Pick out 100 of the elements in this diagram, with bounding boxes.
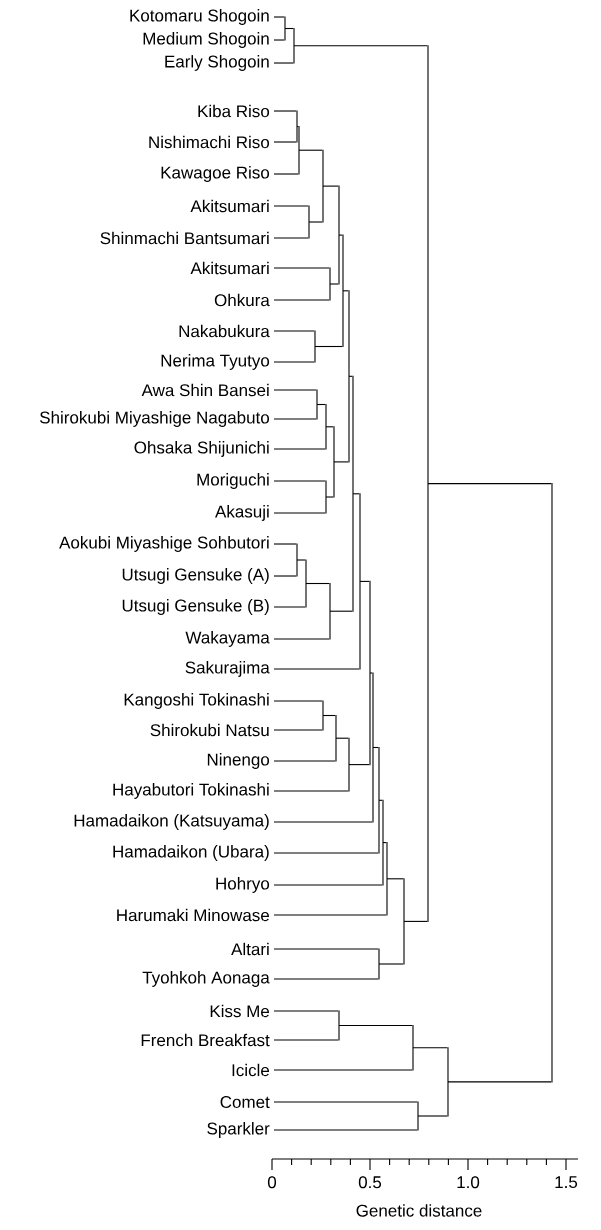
dendrogram-branch [273, 330, 315, 332]
dendrogram-branch [273, 760, 336, 762]
leaf-label: Shinmachi Bantsumari [100, 231, 269, 245]
dendrogram-branch [329, 610, 353, 612]
dendrogram-branch [403, 920, 428, 922]
dendrogram-branch [273, 638, 330, 640]
dendrogram-branch [273, 205, 309, 207]
dendrogram-branch [273, 978, 379, 980]
dendrogram-branch [338, 234, 343, 236]
dendrogram-branch [273, 361, 315, 363]
tick-label: 0 [267, 1176, 277, 1189]
leaf-label: Icicle [232, 1063, 270, 1077]
leaf-label: Moriguchi [197, 473, 269, 489]
dendrogram-branch [273, 1101, 418, 1103]
leaf-label: Nishimachi Riso [149, 135, 270, 149]
dendrogram-branch [329, 283, 339, 285]
leaf-label: Utsugi Gensuke (B) [122, 599, 269, 615]
dendrogram-branch [412, 1047, 448, 1049]
leaf-label: Hohryo [216, 877, 270, 893]
dendrogram-branch [314, 345, 343, 348]
dendrogram-branch [273, 700, 323, 702]
dendrogram-branch [342, 290, 349, 292]
dendrogram-branch [273, 299, 330, 301]
dendrogram-branch [338, 1024, 413, 1027]
dendrogram-branch [348, 375, 353, 377]
tick-label: 1.0 [457, 1176, 480, 1189]
leaf-label: Wakayama [185, 631, 270, 647]
leaf-label: Utsugi Gensuke (A) [122, 568, 269, 584]
leaf-label: Akitsumari [190, 261, 269, 275]
leaf-label: Kangoshi Tokinashi [124, 693, 269, 709]
tick-label: 1.5 [555, 1176, 578, 1189]
dendrogram-branch [382, 842, 387, 844]
leaf-label: Aokubi Miyashige Sohbutori [59, 536, 269, 552]
dendrogram-branch [359, 580, 370, 582]
dendrogram-branch [284, 27, 294, 30]
leaf-label: Hayabutori Tokinashi [113, 783, 269, 799]
dendrogram-branch [273, 884, 383, 886]
dendrogram-branch [369, 672, 373, 674]
dendrogram-branch [273, 575, 297, 577]
dendrogram-branch [325, 496, 334, 498]
dendrogram-branch [308, 221, 323, 223]
tick-label: 0.5 [358, 1176, 382, 1189]
dendrogram-branch [273, 914, 387, 916]
dendrogram-branch [333, 461, 349, 463]
dendrogram-branch [417, 1115, 448, 1117]
leaf-label: Kotomaru Shogoin [130, 9, 269, 25]
leaf-label: Harumaki Minowase [117, 908, 269, 922]
dendrogram-branch [348, 764, 370, 766]
leaf-label: Akasuji [215, 505, 269, 521]
leaf-label: French Breakfast [141, 1033, 270, 1047]
dendrogram-branch [273, 1010, 339, 1012]
dendrogram-branch [316, 403, 326, 406]
leaf-label: Awa Shin Bansei [141, 383, 269, 397]
dendrogram-branch [273, 729, 323, 731]
dendrogram-branch [273, 141, 297, 143]
dendrogram-branch [447, 1081, 552, 1083]
dendrogram-branch [273, 1039, 339, 1041]
leaf-label: Sakurajima [185, 661, 270, 677]
dendrogram-branch [322, 185, 339, 187]
dendrogram-branch [273, 480, 326, 482]
leaf-label: Early Shogoin [165, 55, 269, 71]
dendrogram-branch [273, 237, 309, 239]
dendrogram-branch [378, 963, 404, 965]
dendrogram-branch [273, 543, 297, 545]
leaf-label: Ohsaka Shijunichi [134, 441, 269, 457]
dendrogram-branch [305, 582, 330, 585]
leaf-label: Hamadaikon (Katsuyama) [74, 814, 269, 830]
leaf-label: Kiba Riso [198, 104, 270, 118]
dendrogram-branch [273, 852, 379, 854]
dendrogram-branch [325, 426, 334, 428]
dendrogram-branch [273, 668, 360, 670]
dendrogram-branch [273, 16, 285, 18]
dendrogram-branch [427, 483, 552, 485]
dendrogram-branch [273, 1129, 418, 1131]
dendrogram-branch [273, 418, 317, 420]
leaf-label: Hamadaikon (Ubara) [113, 845, 269, 861]
dendrogram-branch [352, 493, 360, 495]
dendrogram-branch [273, 1069, 413, 1071]
dendrogram-branch [273, 448, 326, 450]
dendrogram-branch [296, 559, 306, 561]
axis-title: Genetic distance [356, 1204, 482, 1217]
dendrogram-branch [273, 62, 294, 64]
leaf-label: Shirokubi Natsu [150, 723, 269, 737]
dendrogram-branch [273, 790, 349, 792]
dendrogram-branch [335, 737, 349, 739]
leaf-label: Shirokubi Miyashige Nagabuto [40, 411, 269, 427]
dendrogram-branch [386, 878, 404, 880]
leaf-label: Ohkura [214, 293, 270, 307]
dendrogram-branch [293, 45, 428, 47]
leaf-label: Kiss Me [210, 1004, 270, 1018]
dendrogram-branch [273, 267, 330, 269]
leaf-label: Tyohkoh Aonaga [142, 971, 270, 987]
leaf-label: Medium Shogoin [143, 32, 269, 48]
dendrogram-branch [298, 149, 323, 151]
dendrogram-branch [273, 173, 299, 175]
leaf-label: Nakabukura [179, 324, 270, 338]
dendrogram-branch [322, 714, 336, 717]
dendrogram-branch [296, 125, 299, 128]
leaf-label: Nerima Tyutyo [161, 354, 270, 370]
dendrogram-branch [273, 512, 326, 514]
